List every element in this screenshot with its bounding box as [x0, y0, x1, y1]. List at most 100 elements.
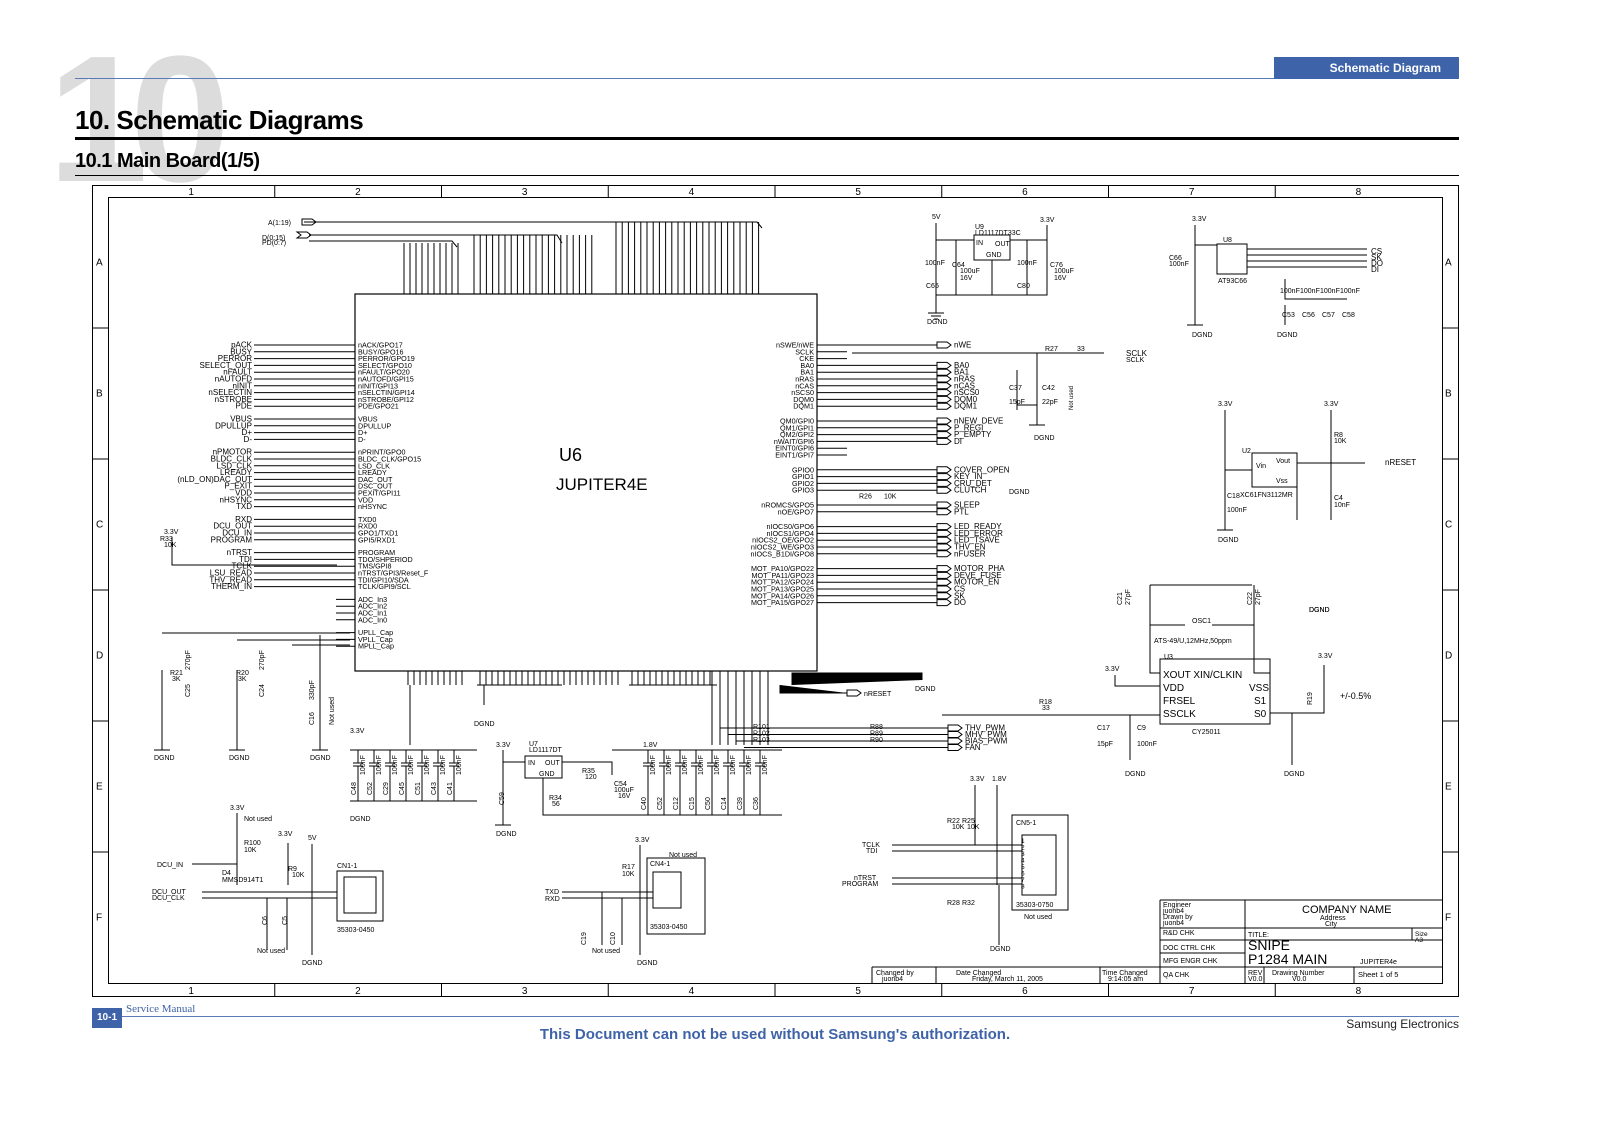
grid-row-label: A: [1445, 258, 1452, 269]
cn5-pin-number: 1: [1021, 838, 1025, 845]
svg-text:DGND: DGND: [1034, 435, 1055, 442]
u6-right-pin-label: BA1: [800, 368, 814, 377]
svg-text:330pF: 330pF: [309, 680, 316, 700]
decoupling-cap-symbol: [691, 750, 701, 815]
u6-part: JUPITER4E: [556, 475, 648, 494]
net-port: [846, 689, 862, 697]
svg-text:3.3V: 3.3V: [1105, 666, 1120, 673]
net-port: [936, 486, 952, 494]
header-rule: [75, 78, 1275, 79]
svg-text:DGND: DGND: [1277, 332, 1298, 339]
u6-left-pin-label: MPLL_Cap: [358, 642, 394, 651]
pwm-resistor-ref: R102: [753, 731, 770, 738]
u6-right-pin-label: CKE: [799, 354, 814, 363]
right-net-label: DQM1: [954, 402, 978, 411]
right-net-label: LED_READY: [954, 522, 1002, 531]
u6-left-pin-label: BUSY/GPO16: [358, 347, 404, 356]
svg-text:DGND: DGND: [302, 960, 323, 967]
svg-text:Changed by: Changed by: [876, 970, 914, 977]
svg-text:DGND: DGND: [1125, 771, 1146, 778]
svg-text:10K: 10K: [164, 542, 177, 549]
svg-text:Vin: Vin: [1256, 463, 1266, 470]
net-port: [947, 724, 963, 732]
right-net-label: BA1: [954, 368, 970, 377]
svg-text:DGND: DGND: [474, 721, 495, 728]
svg-text:Engineer: Engineer: [1163, 902, 1192, 909]
u6-right-pin-label: MOT_PA15/GPO27: [751, 598, 814, 607]
svg-text:U8: U8: [1223, 237, 1232, 244]
u6-right-pin-label: MOT_PA10/GPO22: [751, 564, 814, 573]
svg-text:270pF: 270pF: [259, 650, 266, 670]
decoupling-cap-symbol: [369, 750, 379, 801]
svg-text:CN5-1: CN5-1: [1016, 820, 1036, 827]
right-net-label: BA0: [954, 361, 970, 370]
net-port: [947, 737, 963, 745]
decoupling-rail: [612, 749, 782, 816]
u6-right-pin-label: nWAIT/GPI6: [774, 437, 814, 446]
grid-row-label: B: [1445, 389, 1452, 400]
left-net-label: DCU_IN: [222, 529, 252, 538]
decoupling-cap-ref: C45: [399, 782, 406, 795]
net-port: [936, 565, 952, 573]
left-net-label: VBUS: [230, 415, 252, 424]
svg-text:OUT: OUT: [545, 760, 561, 767]
svg-text:10K: 10K: [1334, 438, 1347, 445]
right-net-label: PTL: [954, 507, 969, 516]
svg-text:DGND: DGND: [1309, 607, 1330, 614]
decoupling-cap-value: 100nF: [666, 755, 673, 775]
decoupling-cap-ref: C12: [673, 797, 680, 810]
svg-text:1.8V: 1.8V: [992, 776, 1007, 783]
svg-text:JUPITER4e: JUPITER4e: [1360, 959, 1397, 966]
decoupling-cap-value: 100nF: [392, 755, 399, 775]
pll-filter: R21 3K R20 3K C25 270pF C24 270pF C16 33…: [154, 529, 350, 762]
svg-text:100nF: 100nF: [1340, 288, 1360, 295]
u6-left-pin-label: GPI5/RXD1: [358, 535, 396, 544]
u6-left-pin-label: ADC_In0: [358, 615, 387, 624]
svg-text:C17: C17: [1097, 725, 1110, 732]
left-net-label: TXD: [236, 502, 252, 511]
svg-text:Vss: Vss: [1276, 478, 1288, 485]
svg-text:juonb4: juonb4: [1162, 908, 1184, 915]
svg-text:LD1117DT: LD1117DT: [529, 747, 563, 754]
u6-left-pin-label: ADC_In3: [358, 595, 387, 604]
u6-left-pin-label: D+: [358, 428, 367, 437]
ground-wire: [791, 672, 923, 685]
u6-right-pin-label: SCLK: [795, 347, 814, 356]
u2-reset-ic: U2 Vin Vout Vss XC61FN3112MR R8 10K C18 …: [1217, 401, 1416, 614]
svg-text:D4: D4: [222, 870, 231, 877]
svg-text:DGND: DGND: [310, 755, 331, 762]
u6-right-pin-label: GPIO3: [792, 486, 814, 495]
svg-text:C64: C64: [952, 262, 965, 269]
decoupling-cap-ref: C29: [383, 782, 390, 795]
svg-text:100nF: 100nF: [1169, 261, 1189, 268]
decoupling-rail: [350, 749, 477, 802]
left-net-label: BLDC_CLK: [211, 455, 253, 464]
net-port: [936, 417, 952, 425]
svg-text:3.3V: 3.3V: [1324, 401, 1339, 408]
right-net-label: CRU_DET: [954, 479, 992, 488]
u6-right-pin-label: nSWE/nWE: [776, 341, 814, 350]
pwm-resistor-ref: R101: [753, 724, 770, 731]
grid-column-label: 4: [689, 187, 695, 198]
svg-text:Friday, March 11, 2005: Friday, March 11, 2005: [972, 976, 1043, 983]
svg-text:35303-0750: 35303-0750: [1016, 902, 1053, 909]
left-net-label: D-: [244, 435, 253, 444]
svg-text:3K: 3K: [172, 676, 181, 683]
svg-text:16V: 16V: [618, 793, 631, 800]
right-net-label: nNEW_DEVE: [954, 417, 1003, 426]
svg-text:Date Changed: Date Changed: [956, 970, 1001, 977]
svg-text:35303-0450: 35303-0450: [650, 924, 687, 931]
svg-text:Address: Address: [1320, 915, 1346, 922]
decoupling-cap-ref: C36: [753, 797, 760, 810]
svg-text:Not used: Not used: [592, 948, 620, 955]
svg-text:S0: S0: [1254, 709, 1267, 720]
pwm-resistor-ref: R90: [870, 737, 883, 744]
u6-right-pin-label: GPIO2: [792, 479, 814, 488]
cn5-pin-number: 5: [1021, 864, 1025, 871]
left-net-label: nSELECTIN: [208, 388, 252, 397]
u6-left-pin-label: DAC_OUT: [358, 475, 393, 484]
u6-power-bus: [409, 684, 717, 745]
svg-text:R21: R21: [170, 670, 183, 677]
net-port: [936, 395, 952, 403]
